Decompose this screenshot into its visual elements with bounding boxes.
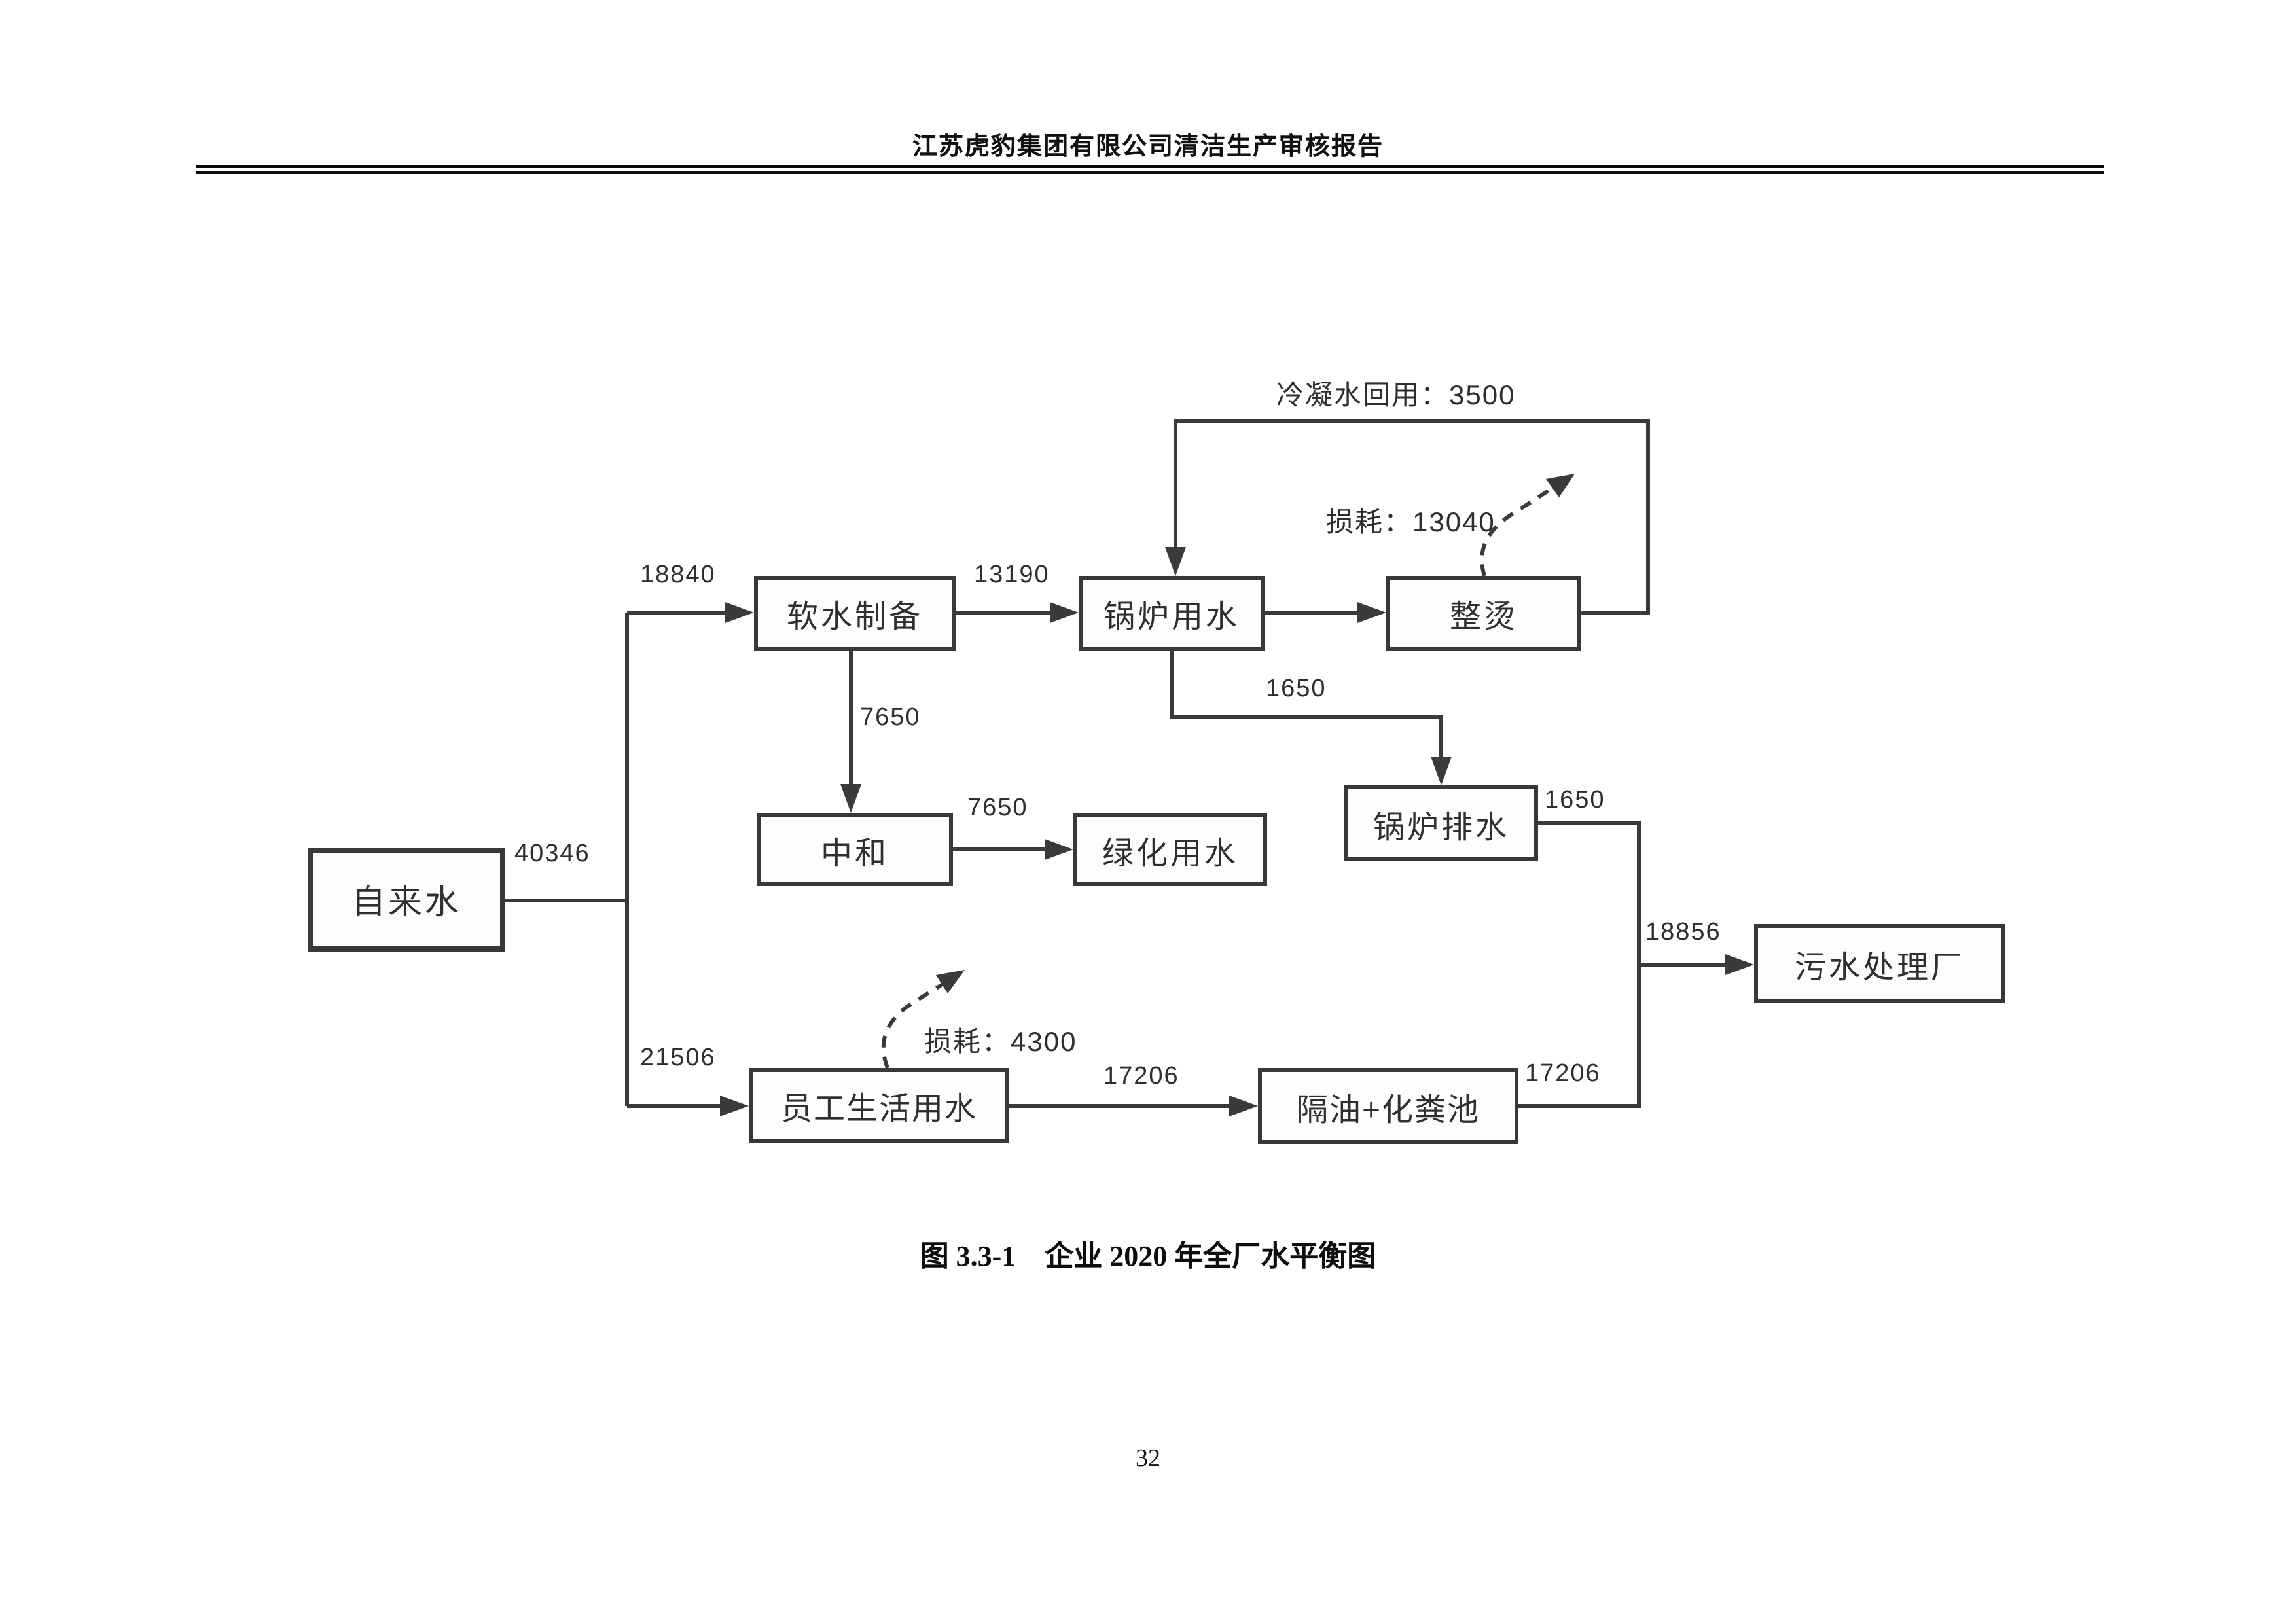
page-number: 32	[1136, 1445, 1160, 1472]
flow-label-soft-to-boiler: 13190	[974, 562, 1050, 589]
arrowhead-into-septic	[1229, 1096, 1258, 1116]
flow-label-soft-to-neutral: 7650	[860, 704, 921, 732]
node-sewage-plant: 污水处理厂	[1754, 924, 2005, 1003]
node-ironing: 整烫	[1386, 576, 1581, 651]
wire-condensate-loop	[1174, 419, 1650, 615]
arrowhead-into-drain	[1431, 757, 1452, 785]
flow-label-main-to-sewage: 18856	[1645, 919, 1721, 946]
arrowhead-ironing-loss	[1546, 474, 1575, 497]
arrowhead-into-staff	[720, 1096, 749, 1116]
wire-staff-loss-dashed	[881, 982, 944, 1069]
flow-label-staff-to-septic: 17206	[1103, 1063, 1179, 1090]
page-header-title: 江苏虎豹集团有限公司清洁生产审核报告	[912, 134, 1384, 161]
flow-label-boiler-to-drain: 1650	[1266, 675, 1327, 703]
flow-label-ironing-loss: 损耗：13040	[1326, 508, 1496, 538]
node-boiler-drain: 锅炉排水	[1344, 785, 1538, 861]
node-tap-water: 自来水	[308, 848, 505, 952]
arrowhead-into-soft	[725, 602, 754, 623]
wire-boiler-to-drain	[1170, 651, 1443, 757]
flow-label-tap-to-staff: 21506	[640, 1044, 716, 1072]
arrowhead-into-ironing	[1357, 602, 1386, 623]
flow-label-septic-to-main: 17206	[1525, 1060, 1601, 1088]
node-boiler-water: 锅炉用水	[1079, 576, 1265, 651]
arrowhead-loop-into-boiler	[1165, 547, 1186, 576]
arrowhead-staff-loss	[936, 970, 965, 993]
node-greening-water: 绿化用水	[1073, 813, 1267, 886]
node-oil-septic-tank: 隔油+化粪池	[1258, 1068, 1518, 1144]
flow-label-neutral-to-green: 7650	[967, 794, 1028, 822]
wire-ironing-loss-dashed	[1480, 486, 1554, 577]
node-neutralization: 中和	[757, 813, 953, 886]
flow-label-drain-to-main: 1650	[1545, 787, 1605, 814]
arrowhead-into-boiler	[1050, 602, 1079, 623]
header-divider	[196, 165, 2104, 174]
arrowhead-into-sewage	[1725, 954, 1754, 975]
flow-label-condensate-reuse: 冷凝水回用：3500	[1276, 381, 1516, 411]
arrowhead-into-neutral	[840, 784, 861, 813]
figure-caption: 图 3.3-1 企业 2020 年全厂水平衡图	[920, 1240, 1376, 1272]
flow-label-staff-loss: 损耗：4300	[924, 1027, 1077, 1058]
arrowhead-into-green	[1045, 839, 1073, 860]
node-staff-domestic-water: 员工生活用水	[749, 1068, 1009, 1143]
flow-label-tap-to-soft: 18840	[640, 562, 716, 589]
flow-label-tap-total: 40346	[514, 840, 590, 868]
node-soft-water-prep: 软水制备	[754, 576, 956, 651]
